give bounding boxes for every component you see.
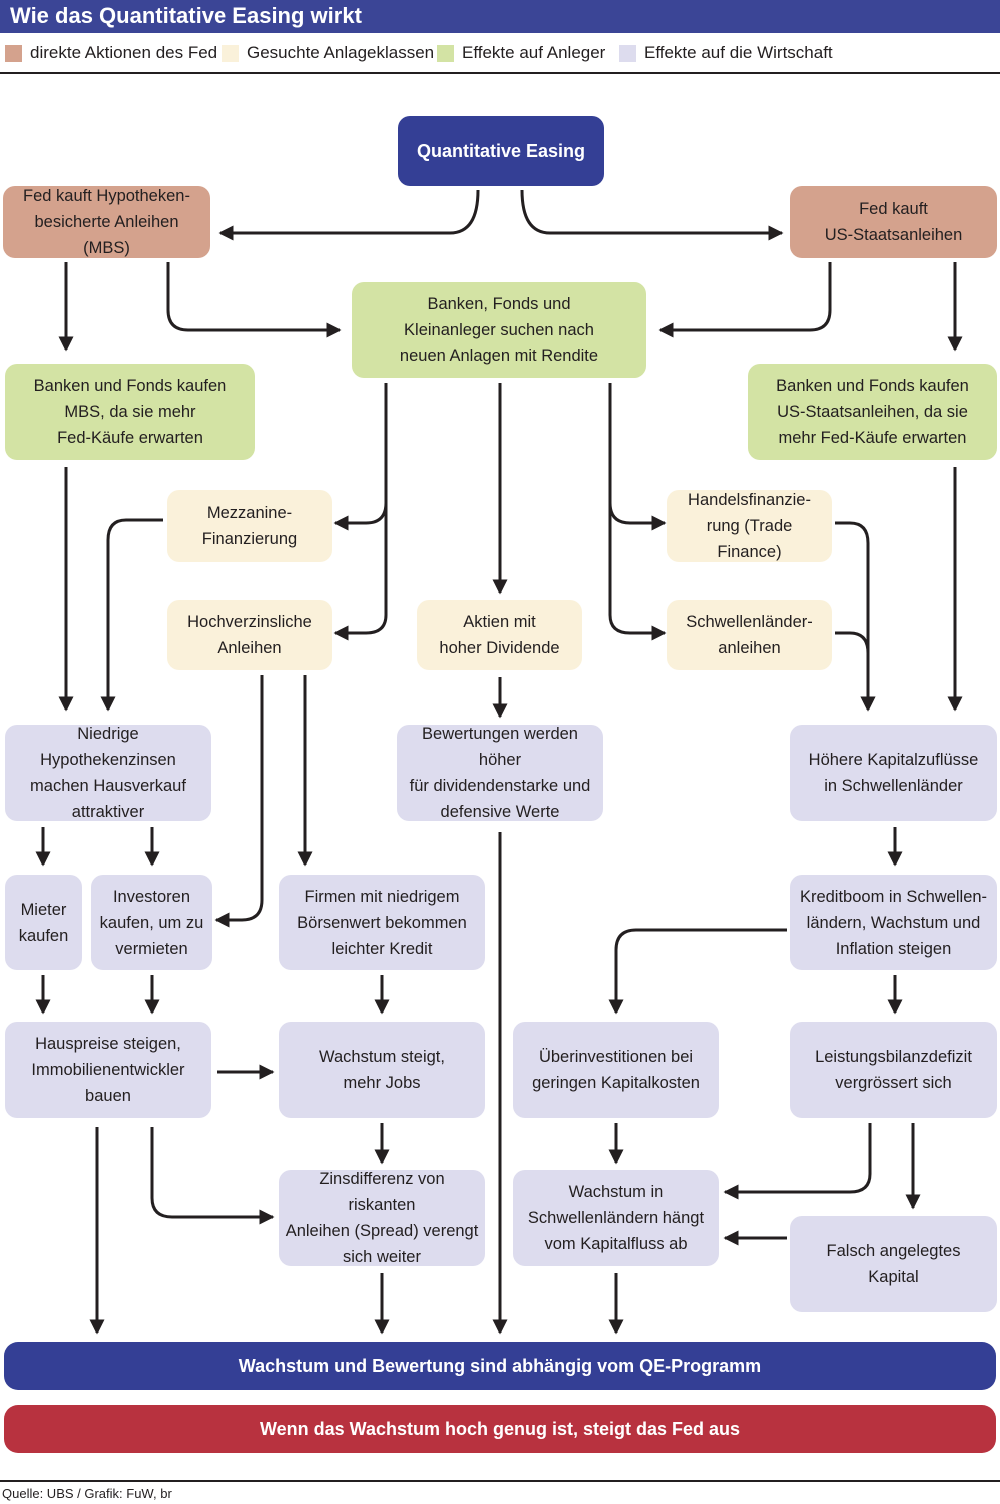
legend-swatch-asset-classes — [222, 44, 239, 62]
arrow — [608, 503, 667, 641]
node-current-account-deficit: Leistungsbilanzdefizit vergrössert sich — [790, 1022, 997, 1118]
node-banks-buy-mbs: Banken und Fonds kaufen MBS, da sie mehr… — [5, 364, 255, 460]
node-em-bonds: Schwellenländer- anleihen — [667, 600, 832, 670]
arrow — [100, 518, 163, 712]
node-higher-valuations: Bewertungen werden höher für dividendens… — [397, 725, 603, 821]
legend-item-investors: Effekte auf Anleger — [437, 40, 605, 66]
node-fed-buys-mbs: Fed kauft Hypotheken- besicherte Anleihe… — [3, 186, 210, 258]
arrow — [658, 262, 832, 338]
node-overinvestment: Überinvestitionen bei geringen Kapitalko… — [513, 1022, 719, 1118]
legend: direkte Aktionen des Fed Gesuchte Anlage… — [0, 40, 1000, 66]
node-dividend-stocks: Aktien mit hoher Dividende — [417, 600, 582, 670]
legend-label: Effekte auf die Wirtschaft — [644, 43, 833, 62]
title-bar: Wie das Quantitative Easing wirkt — [0, 0, 1000, 33]
legend-label: Gesuchte Anlageklassen — [247, 43, 435, 62]
node-mezzanine: Mezzanine- Finanzierung — [167, 490, 332, 562]
node-renters-buy: Mieter kaufen — [5, 875, 82, 970]
node-investors-buy: Investoren kaufen, um zu vermieten — [91, 875, 212, 970]
legend-swatch-investors — [437, 44, 454, 62]
legend-item-economy: Effekte auf die Wirtschaft — [619, 40, 833, 66]
node-firms-credit: Firmen mit niedrigem Börsenwert bekommen… — [279, 875, 485, 970]
node-house-prices: Hauspreise steigen, Immobilienentwickler… — [5, 1022, 211, 1118]
node-misallocated-capital: Falsch angelegtes Kapital — [790, 1216, 997, 1312]
node-growth-jobs: Wachstum steigt, mehr Jobs — [279, 1022, 485, 1118]
arrow — [723, 1123, 872, 1200]
bar-qe-dependence: Wachstum und Bewertung sind abhängig vom… — [4, 1342, 996, 1390]
legend-swatch-economy — [619, 44, 636, 62]
arrow — [214, 675, 264, 928]
bottom-rule — [0, 1480, 1000, 1482]
arrow — [333, 503, 388, 641]
legend-label: Effekte auf Anleger — [462, 43, 606, 62]
node-banks-buy-treasuries: Banken und Fonds kaufen US-Staatsanleihe… — [748, 364, 997, 460]
arrow — [835, 521, 876, 712]
node-spread-narrows: Zinsdifferenz von riskanten Anleihen (Sp… — [279, 1170, 485, 1266]
arrow — [150, 1127, 275, 1225]
node-low-mortgage-rates: Niedrige Hypothekenzinsen machen Hausver… — [5, 725, 211, 821]
legend-item-fed: direkte Aktionen des Fed — [5, 40, 217, 66]
page-title: Wie das Quantitative Easing wirkt — [10, 3, 362, 28]
legend-item-asset-classes: Gesuchte Anlageklassen — [222, 40, 434, 66]
node-em-growth: Wachstum in Schwellenländern hängt vom K… — [513, 1170, 719, 1266]
top-rule — [0, 72, 1000, 74]
node-fed-buys-treasuries: Fed kauft US-Staatsanleihen — [790, 186, 997, 258]
arrow — [608, 383, 667, 531]
arrow — [520, 189, 784, 241]
arrow — [218, 189, 480, 241]
node-trade-finance: Handelsfinanzie- rung (Trade Finance) — [667, 490, 832, 562]
source-note: Quelle: UBS / Grafik: FuW, br — [2, 1486, 172, 1501]
node-quantitative-easing: Quantitative Easing — [398, 116, 604, 186]
arrow — [835, 631, 876, 712]
legend-swatch-fed — [5, 44, 22, 62]
legend-label: direkte Aktionen des Fed — [30, 43, 218, 62]
node-search-for-yield: Banken, Fonds und Kleinanleger suchen na… — [352, 282, 646, 378]
node-capital-inflows: Höhere Kapitalzuflüsse in Schwellenlände… — [790, 725, 997, 821]
node-credit-boom: Kreditboom in Schwellen- ländern, Wachst… — [790, 875, 997, 970]
arrow — [166, 262, 342, 338]
arrow — [333, 383, 388, 531]
arrow — [608, 928, 787, 1015]
node-high-yield: Hochverzinsliche Anleihen — [167, 600, 332, 670]
bar-fed-exit: Wenn das Wachstum hoch genug ist, steigt… — [4, 1405, 996, 1453]
